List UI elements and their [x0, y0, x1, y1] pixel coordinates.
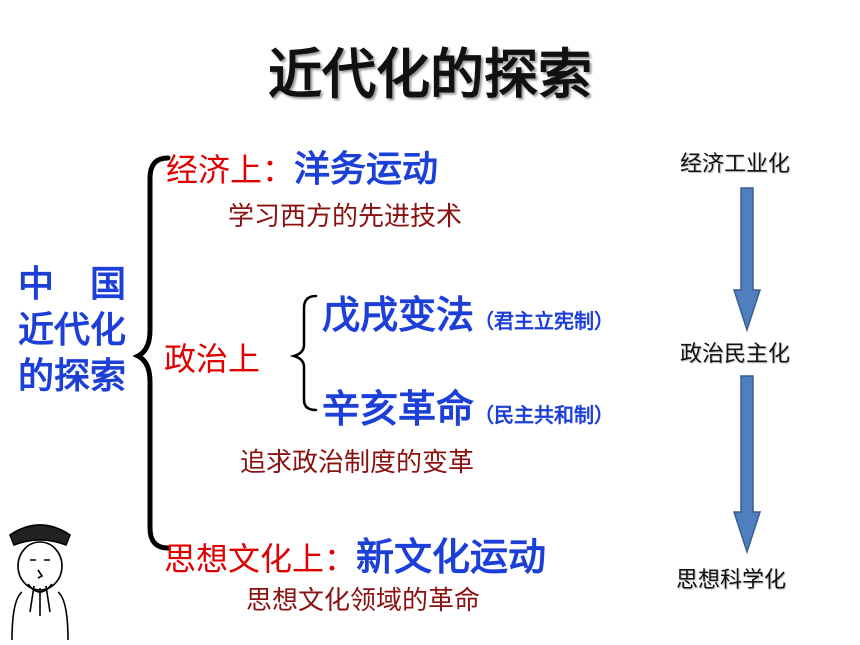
- culture-movement: 新文化运动: [356, 535, 547, 579]
- culture-row: 思想文化上：新文化运动: [164, 526, 546, 581]
- politics-item-2-name: 辛亥革命: [322, 387, 475, 431]
- economy-label: 经济上：: [166, 151, 295, 189]
- arrow-down-1: [732, 187, 762, 333]
- side-label: 中 国 近代化 的探索: [6, 262, 138, 400]
- stage-political: 政治民主化: [680, 342, 791, 367]
- politics-brace: [289, 294, 318, 412]
- stage-cultural: 思想科学化: [676, 568, 787, 593]
- scholar-portrait: [9, 524, 71, 641]
- stage-economic: 经济工业化: [680, 152, 791, 177]
- politics-item-1: 戊戌变法（君主立宪制）: [322, 284, 614, 339]
- politics-item-2: 辛亥革命（民主共和制）: [322, 378, 614, 433]
- economy-row: 经济上：洋务运动: [166, 140, 438, 192]
- side-label-line-2: 近代化: [17, 310, 126, 351]
- politics-desc: 追求政治制度的变革: [240, 448, 475, 478]
- economy-desc: 学习西方的先进技术: [228, 202, 463, 232]
- economy-movement: 洋务运动: [294, 149, 439, 190]
- arrow-down-2: [732, 375, 762, 555]
- page-title: 近代化的探索: [268, 43, 592, 106]
- main-brace: [132, 155, 171, 551]
- politics-label: 政治上: [164, 340, 261, 378]
- culture-desc: 思想文化领域的革命: [246, 586, 481, 616]
- side-label-line-3: 的探索: [17, 356, 126, 397]
- politics-item-1-note: （君主立宪制）: [474, 309, 615, 333]
- politics-item-1-name: 戊戌变法: [322, 293, 475, 337]
- side-label-line-1: 中 国: [17, 264, 126, 305]
- culture-label: 思想文化上：: [164, 540, 357, 578]
- politics-item-2-note: （民主共和制）: [474, 403, 615, 427]
